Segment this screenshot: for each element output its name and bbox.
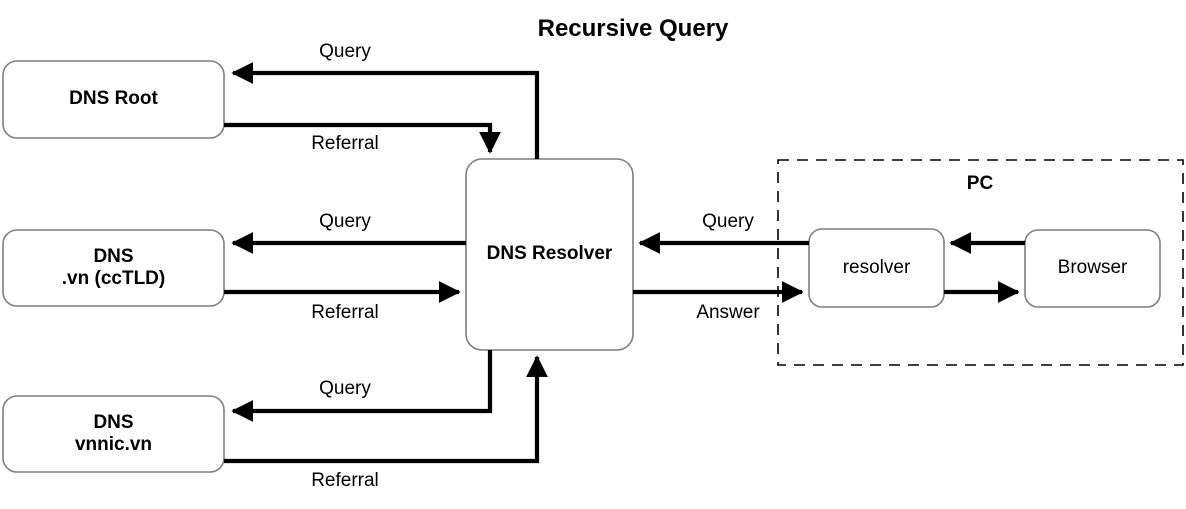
node-dns-root[interactable] [2, 60, 225, 139]
edge-root-query [231, 62, 540, 159]
node-pc-resolver[interactable] [808, 228, 945, 308]
node-browser[interactable] [1024, 229, 1161, 308]
edge-root-referral [224, 122, 501, 154]
edge-label-pc-answer: Answer [696, 302, 760, 323]
edge-label-cctld-query: Query [319, 211, 371, 232]
group-label-pc: PC [966, 173, 994, 194]
edge-label-vnnic-referral: Referral [311, 470, 379, 491]
edge-vnnic-query [231, 350, 493, 422]
edge-label-root-referral: Referral [311, 133, 379, 154]
edge-vnnic-referral [224, 355, 548, 464]
page-title: Recursive Query [537, 15, 729, 42]
node-dns-cctld[interactable] [2, 229, 225, 307]
node-dns-resolver[interactable] [465, 158, 634, 351]
edge-label-pc-query: Query [702, 211, 754, 232]
edge-label-root-query: Query [319, 41, 371, 62]
node-dns-vnnic[interactable] [2, 395, 225, 473]
edge-label-cctld-referral: Referral [311, 302, 379, 323]
edge-label-vnnic-query: Query [319, 378, 371, 399]
